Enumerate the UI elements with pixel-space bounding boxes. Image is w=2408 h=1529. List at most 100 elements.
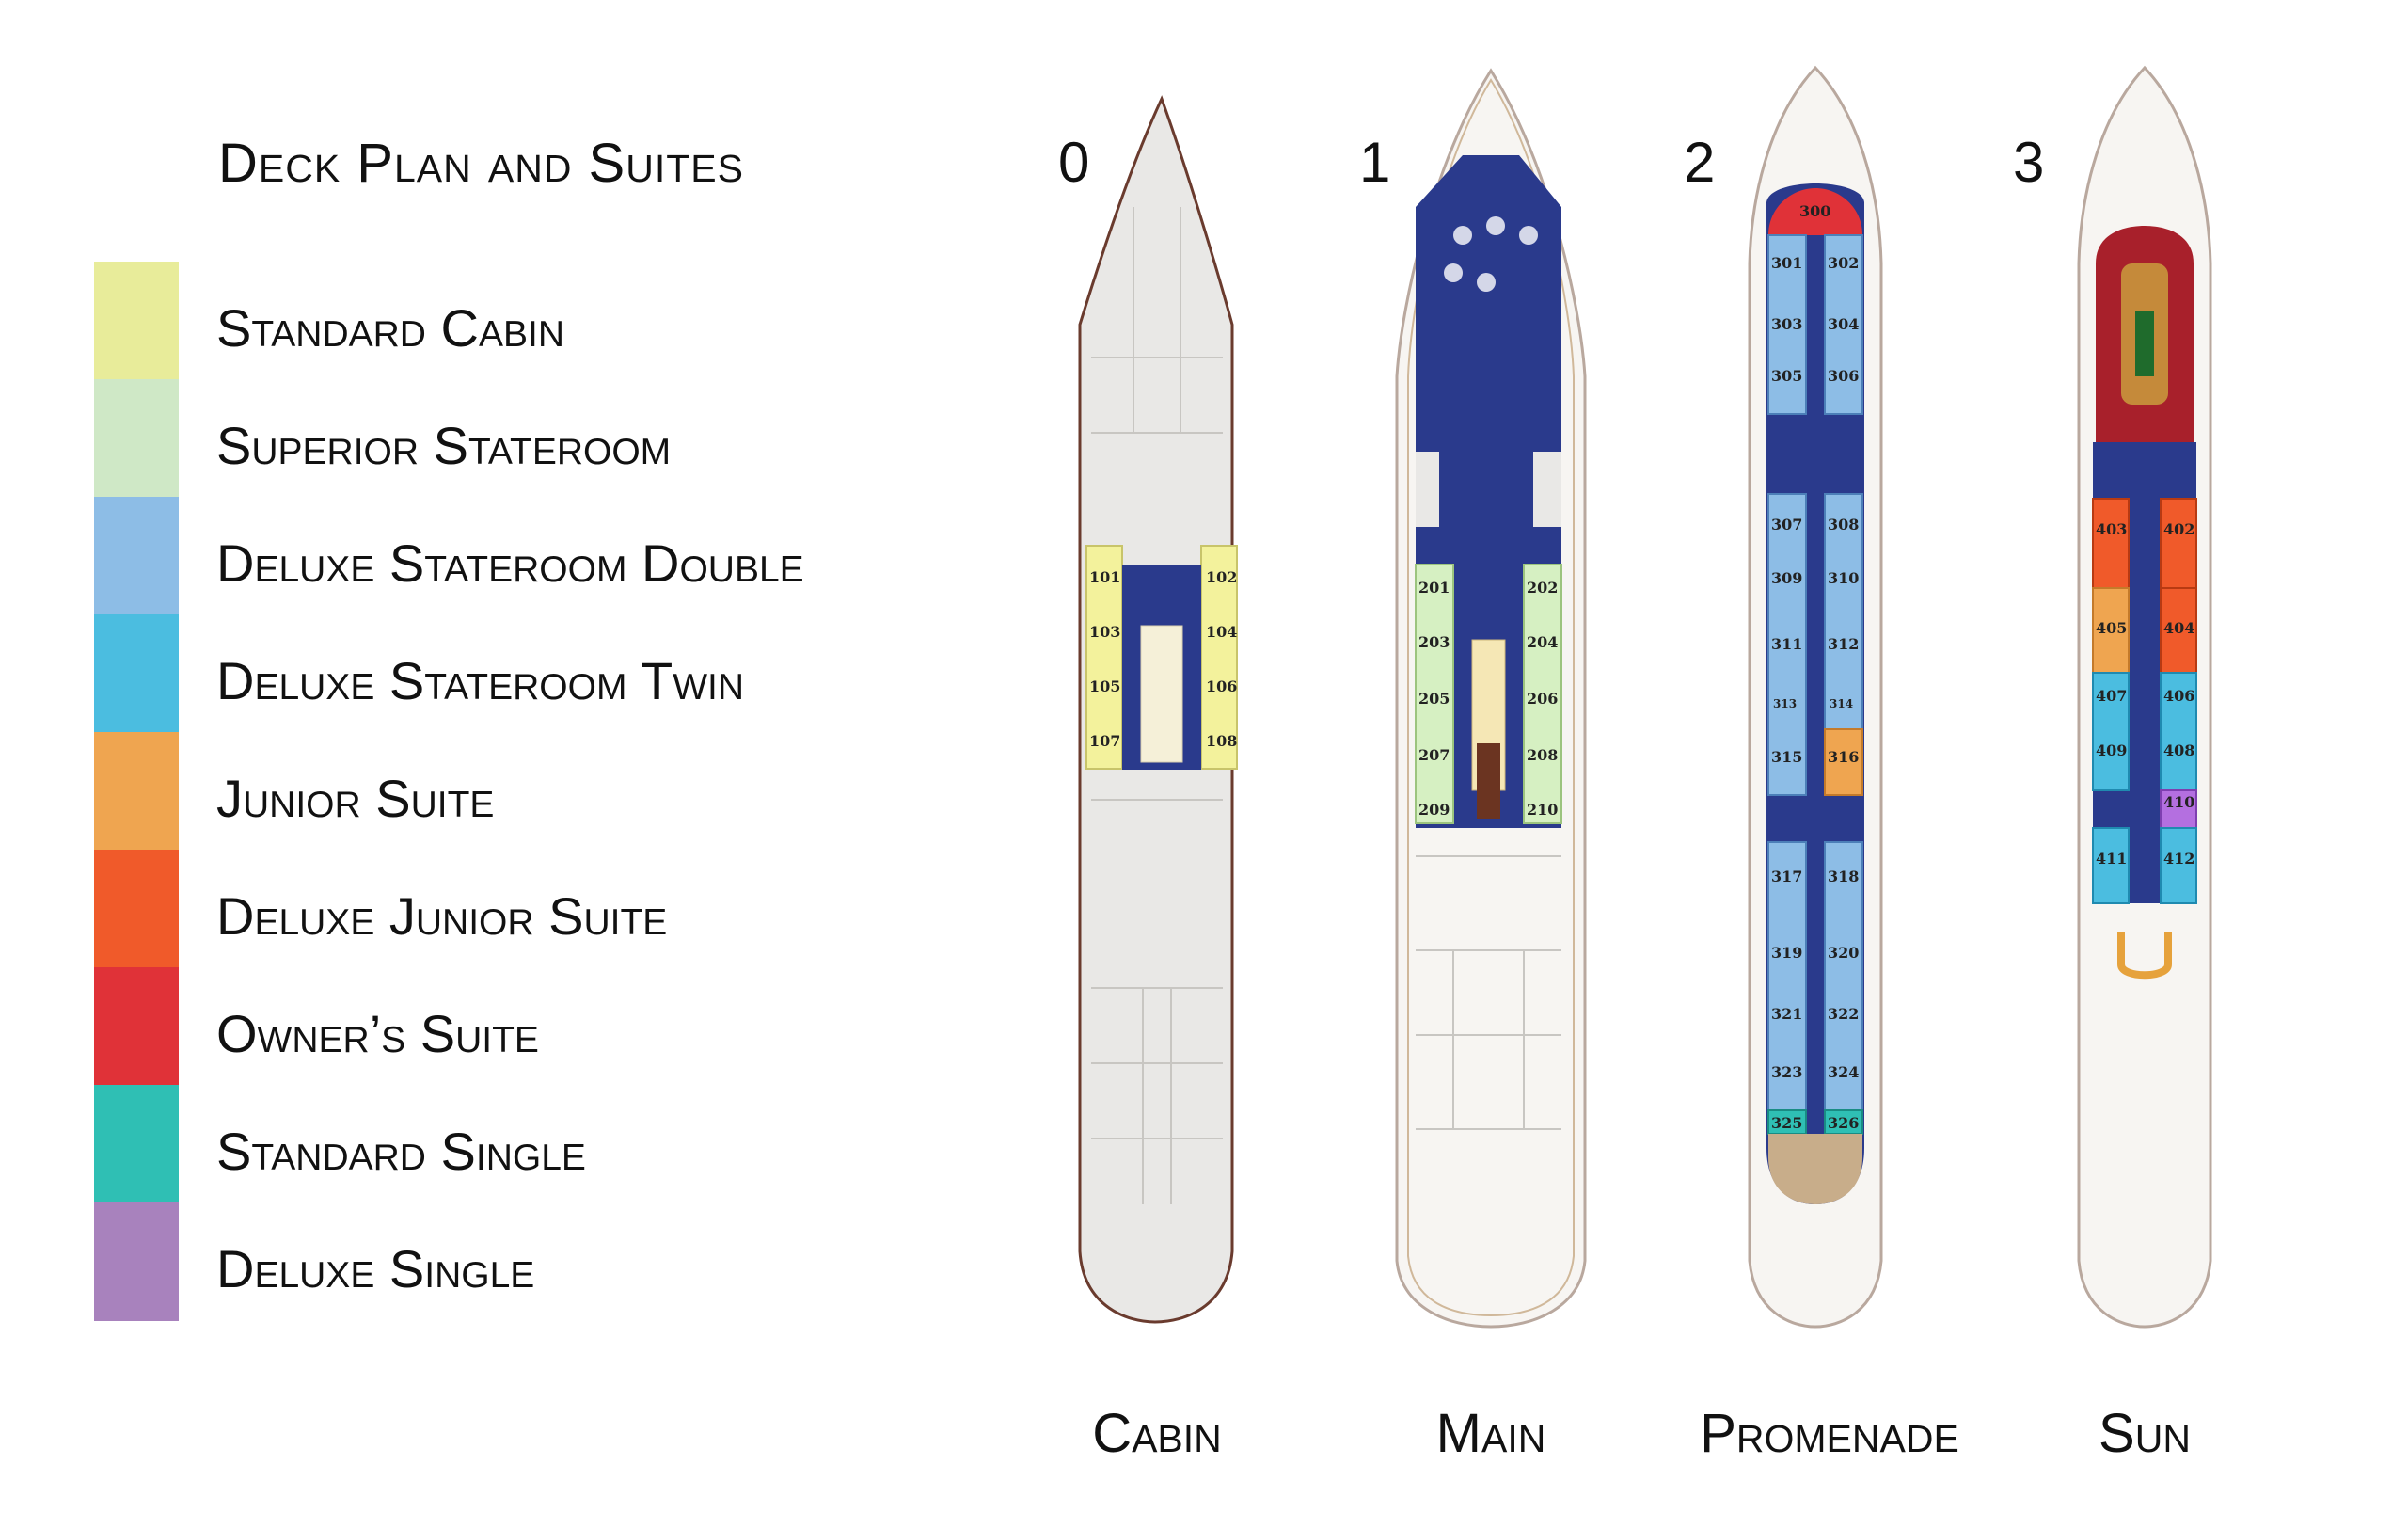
cabin-label: 326 — [1828, 1114, 1859, 1132]
legend-item: Deluxe Single — [94, 1202, 1035, 1321]
deck-2-plan: 300 301 302 303 304 305 306 307 308 309 … — [1748, 65, 1883, 1329]
deck-3-cabin-labels: 403 402 405 404 407 406 409 408 410 411 … — [2096, 520, 2194, 868]
legend-label: Standard Single — [216, 1122, 586, 1181]
cabin-label: 310 — [1828, 569, 1859, 587]
cabin-label: 403 — [2096, 520, 2127, 538]
legend-swatch — [94, 379, 179, 498]
cabin-label: 408 — [2163, 741, 2194, 759]
legend-item: Junior Suite — [94, 732, 1035, 851]
deck-0-bulkheads — [1091, 207, 1223, 1204]
cabin-label: 205 — [1418, 690, 1450, 708]
cabin-label: 409 — [2096, 741, 2127, 759]
cabin-label: 307 — [1771, 516, 1802, 534]
legend-swatch — [94, 497, 179, 615]
cabin-label: 300 — [1799, 202, 1830, 220]
cabin-label: 108 — [1206, 732, 1237, 750]
cabin-label: 314 — [1830, 697, 1853, 710]
legend-label: Deluxe Single — [216, 1239, 535, 1298]
deck-name-3: Sun — [2099, 1403, 2191, 1464]
cabin-label: 412 — [2163, 850, 2194, 868]
cabin-label: 308 — [1828, 516, 1859, 534]
cabin-label: 407 — [2096, 687, 2127, 705]
cabin-label: 316 — [1828, 748, 1859, 766]
cabin-label: 302 — [1828, 254, 1859, 272]
cabin-label: 107 — [1089, 732, 1120, 750]
legend-swatch — [94, 614, 179, 733]
legend-label: Superior Stateroom — [216, 416, 672, 475]
legend-item: Standard Cabin — [94, 262, 1035, 380]
legend-item: Standard Single — [94, 1085, 1035, 1203]
deck-1-cabin-labels: 201 202 203 204 205 206 207 208 209 210 — [1418, 579, 1558, 819]
deck-number-0: 0 — [1058, 131, 1090, 194]
deck-number-2: 2 — [1684, 131, 1716, 194]
legend-label: Owner’s Suite — [216, 1004, 539, 1063]
legend-swatch — [94, 850, 179, 968]
cabin-label: 202 — [1527, 579, 1558, 597]
cabin-label: 406 — [2163, 687, 2194, 705]
cabin-label: 102 — [1206, 568, 1237, 586]
cabin-label: 402 — [2163, 520, 2194, 538]
cabin-label: 106 — [1206, 677, 1237, 695]
legend-swatch — [94, 262, 179, 380]
cabin-label: 105 — [1089, 677, 1120, 695]
deck-0-plan: 101 102 103 104 105 106 107 108 — [1078, 95, 1238, 1324]
cabin-label: 103 — [1089, 623, 1120, 641]
cabin-label: 104 — [1206, 623, 1237, 641]
cabin-label: 404 — [2163, 619, 2194, 637]
page-title: Deck Plan and Suites — [218, 133, 744, 194]
cabin-label: 410 — [2163, 793, 2194, 811]
cabin-label: 311 — [1771, 635, 1802, 653]
cabin-label: 317 — [1771, 868, 1802, 885]
cabin-label: 305 — [1771, 367, 1802, 385]
cabin-label: 101 — [1089, 568, 1120, 586]
deck-2-cabin-labels: 300 301 302 303 304 305 306 307 308 309 … — [1771, 202, 1859, 1132]
cabin-label: 209 — [1418, 801, 1450, 819]
legend-item: Deluxe Stateroom Double — [94, 497, 1035, 615]
deck-name-0: Cabin — [1092, 1403, 1222, 1464]
deck-0-cabin-labels: 101 102 103 104 105 106 107 108 — [1089, 568, 1237, 750]
deck-1-plan: 201 202 203 204 205 206 207 208 209 210 — [1395, 68, 1587, 1329]
cabin-label: 313 — [1773, 697, 1797, 710]
cabin-label: 301 — [1771, 254, 1802, 272]
cabin-label: 306 — [1828, 367, 1859, 385]
legend-item: Deluxe Junior Suite — [94, 850, 1035, 968]
cabin-label: 321 — [1771, 1005, 1802, 1023]
cabin-label: 325 — [1771, 1114, 1802, 1132]
deck-number-3: 3 — [2013, 131, 2045, 194]
cabin-label: 210 — [1527, 801, 1558, 819]
legend-label: Deluxe Junior Suite — [216, 886, 668, 946]
legend-swatch — [94, 1202, 179, 1321]
deck-3-plan: 403 402 405 404 407 406 409 408 410 411 … — [2077, 65, 2212, 1329]
cabin-label: 206 — [1527, 690, 1558, 708]
legend-label: Junior Suite — [216, 769, 495, 828]
cabin-label: 320 — [1828, 944, 1859, 962]
cabin-label: 304 — [1828, 315, 1859, 333]
cabin-label: 411 — [2096, 850, 2127, 868]
cabin-label: 324 — [1828, 1063, 1859, 1081]
cabin-label: 204 — [1527, 633, 1558, 651]
cabin-label: 201 — [1418, 579, 1450, 597]
legend-item: Superior Stateroom — [94, 379, 1035, 498]
cabin-label: 309 — [1771, 569, 1802, 587]
legend-label: Deluxe Stateroom Twin — [216, 651, 745, 710]
deck-number-1: 1 — [1359, 131, 1391, 194]
cabin-label: 318 — [1828, 868, 1859, 885]
cabin-label: 322 — [1828, 1005, 1859, 1023]
deck-name-2: Promenade — [1700, 1403, 1959, 1464]
legend-label: Standard Cabin — [216, 298, 564, 358]
legend-label: Deluxe Stateroom Double — [216, 534, 804, 593]
legend-item: Owner’s Suite — [94, 967, 1035, 1086]
legend-swatch — [94, 1085, 179, 1203]
cabin-label: 405 — [2096, 619, 2127, 637]
deck-name-1: Main — [1435, 1403, 1546, 1464]
legend-swatch — [94, 967, 179, 1086]
cabin-label: 303 — [1771, 315, 1802, 333]
cabin-label: 207 — [1418, 746, 1450, 764]
cabin-label: 208 — [1527, 746, 1558, 764]
cabin-label: 323 — [1771, 1063, 1802, 1081]
cabin-label: 312 — [1828, 635, 1859, 653]
cabin-label: 319 — [1771, 944, 1802, 962]
cabin-label: 315 — [1771, 748, 1802, 766]
legend-swatch — [94, 732, 179, 851]
cabin-label: 203 — [1418, 633, 1450, 651]
